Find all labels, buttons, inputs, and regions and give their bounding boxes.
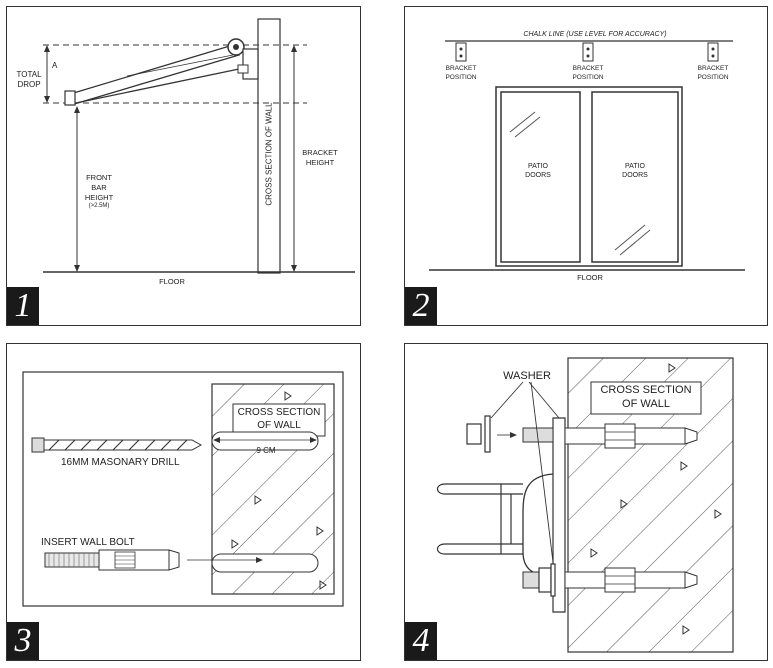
cross-section-label-2: OF WALL xyxy=(622,398,670,410)
step-number-2: 2 xyxy=(405,287,437,325)
front-bar-label-1: FRONT xyxy=(86,173,112,182)
total-drop-label-2: DROP xyxy=(17,80,41,89)
panel-1-awning-side-view: TOTAL DROP A FRONT BAR HEIGHT (>2.5M) CR… xyxy=(6,6,361,326)
panel-2-bracket-positions: CHALK LINE (USE LEVEL FOR ACCURACY) BRAC… xyxy=(404,6,768,326)
front-bar-label-2: BAR xyxy=(91,183,107,192)
patio-doors-right-2: DOORS xyxy=(622,172,648,179)
bracket-position-left-1: BRACKET xyxy=(445,65,477,72)
patio-bracket-diagram xyxy=(429,40,745,271)
step-number-3: 3 xyxy=(7,622,39,660)
cross-section-label-1: CROSS SECTION xyxy=(237,407,321,418)
drilling-diagram xyxy=(22,371,344,607)
floor-label: FLOOR xyxy=(577,273,603,282)
hole-depth-label: 9 CM xyxy=(256,446,276,455)
step-number-1: 1 xyxy=(7,287,39,325)
bracket-position-right-2: POSITION xyxy=(697,74,729,81)
total-drop-label-1: TOTAL xyxy=(16,70,42,79)
drill-bit-label: 16MM MASONARY DRILL xyxy=(61,457,180,468)
bracket-height-label-2: HEIGHT xyxy=(305,158,335,167)
bracket-height-label-1: BRACKET xyxy=(302,148,338,157)
panel-4-bracket-fixing: WASHER CROSS SECTION OF WALL 4 xyxy=(404,343,768,661)
washer-label: WASHER xyxy=(503,370,551,382)
patio-doors-left-2: DOORS xyxy=(525,172,551,179)
front-bar-label-3: HEIGHT xyxy=(84,193,114,202)
insert-bolt-label: INSERT WALL BOLT xyxy=(41,537,135,548)
awning-side-diagram xyxy=(43,18,355,274)
patio-doors-left-1: PATIO xyxy=(528,163,548,170)
floor-label: FLOOR xyxy=(159,277,185,286)
cross-section-label-1: CROSS SECTION xyxy=(600,384,692,396)
chalk-line-label: CHALK LINE (USE LEVEL FOR ACCURACY) xyxy=(523,31,667,38)
panel-3-drilling: CROSS SECTION OF WALL 9 CM 16MM MASONARY… xyxy=(6,343,361,661)
wall-cross-section-label: CROSS SECTION OF WALL xyxy=(264,102,274,206)
bracket-position-mid-1: BRACKET xyxy=(572,65,604,72)
dimension-a-label: A xyxy=(52,61,58,70)
bracket-position-left-2: POSITION xyxy=(445,74,477,81)
bracket-fixing-diagram xyxy=(436,357,734,653)
bracket-position-right-1: BRACKET xyxy=(697,65,729,72)
patio-doors-right-1: PATIO xyxy=(625,163,645,170)
step-number-4: 4 xyxy=(405,622,437,660)
cross-section-label-2: OF WALL xyxy=(257,420,301,431)
bracket-position-mid-2: POSITION xyxy=(572,74,604,81)
front-bar-min-label: (>2.5M) xyxy=(88,203,110,209)
